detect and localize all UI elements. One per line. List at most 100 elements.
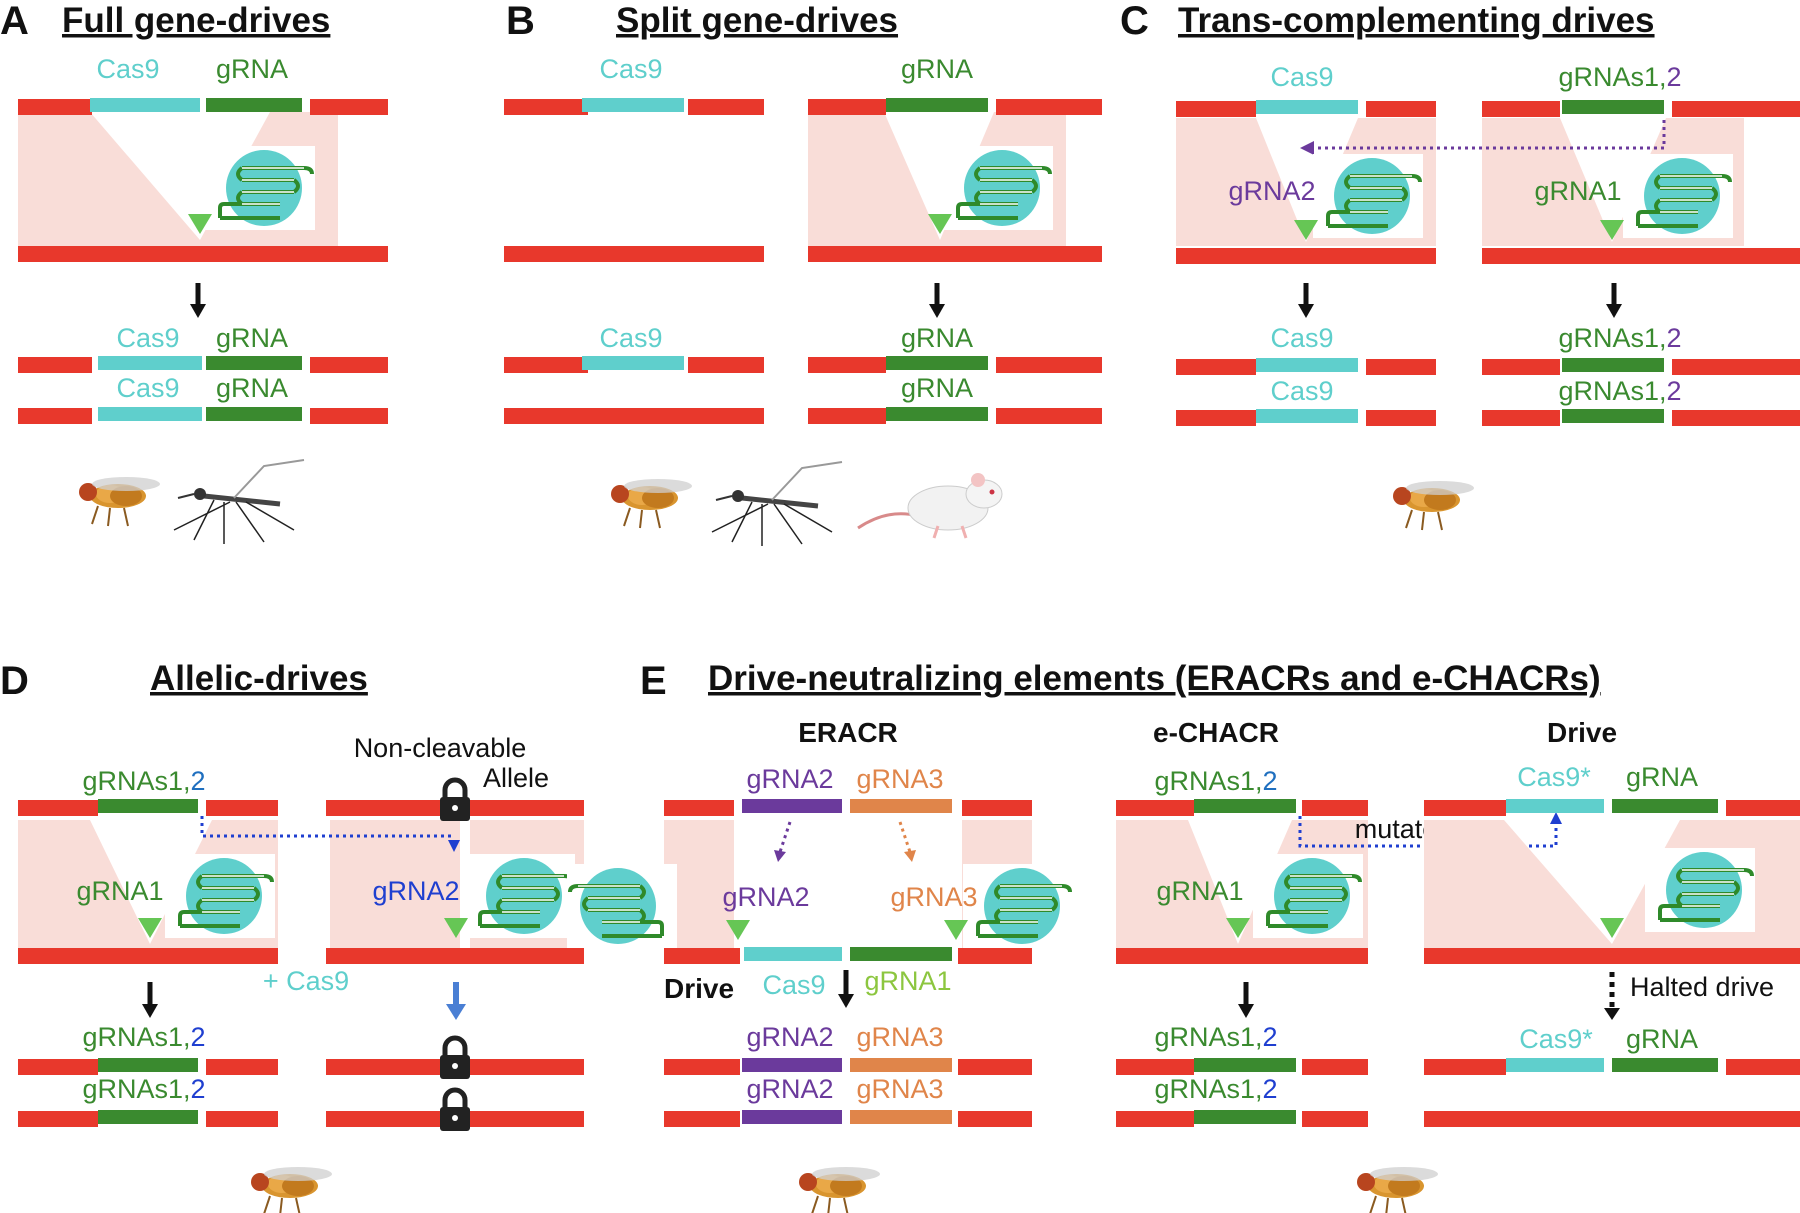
grna1-label: gRNA1 — [1534, 176, 1621, 206]
cas9-complex-icon — [1311, 152, 1425, 240]
mouse-icon — [856, 471, 1004, 540]
chromosome — [310, 357, 388, 373]
lock-icon — [440, 1038, 470, 1079]
chromosome — [1366, 101, 1436, 117]
panel-e-title: Drive-neutralizing elements (ERACRs and … — [708, 659, 1601, 698]
chromosome — [688, 99, 764, 115]
chromosome — [1482, 410, 1560, 426]
arrow-icon — [1298, 304, 1314, 318]
chromosome — [808, 408, 886, 424]
chromosome — [1176, 359, 1256, 375]
cas9-label: Cas9 — [599, 54, 662, 84]
chromosome — [504, 408, 764, 424]
chromosome — [688, 357, 764, 373]
chromosome — [206, 1111, 278, 1127]
cas9-label: Cas9 — [116, 373, 179, 403]
cas9-complex-icon — [941, 144, 1055, 232]
chromosome — [1672, 101, 1800, 117]
grna-gene — [886, 98, 988, 112]
grnas-label: gRNAs1,2 — [1558, 323, 1681, 353]
chromosome — [958, 948, 1032, 964]
cas9-star-label: Cas9* — [1519, 1024, 1593, 1054]
cas9-star-label: Cas9* — [1517, 762, 1591, 792]
panel-d: D Allelic-drives Non-cleavable Allele gR… — [0, 659, 584, 1213]
grnas-label-suffix: 2 — [1263, 1022, 1278, 1052]
chromosome — [1424, 1111, 1800, 1127]
chromosome — [1672, 410, 1800, 426]
fly-icon — [78, 476, 161, 527]
grnas-label: gRNAs1,2 — [1154, 1022, 1277, 1052]
panel-b-letter: B — [506, 0, 535, 43]
grna2-label: gRNA2 — [746, 1022, 833, 1052]
cas9-gene — [90, 98, 200, 112]
grna3-label: gRNA3 — [856, 1074, 943, 1104]
grna-gene — [1612, 1058, 1718, 1072]
chromosome — [206, 800, 278, 816]
grna-label: gRNA — [901, 323, 973, 353]
cas9-label: Cas9 — [1270, 323, 1333, 353]
chromosome — [1424, 948, 1800, 964]
chromosome — [664, 1111, 740, 1127]
cas9-complex-icon — [565, 862, 679, 950]
grna2-label: gRNA2 — [372, 876, 459, 906]
chromosome — [1366, 359, 1436, 375]
chromosome — [18, 246, 388, 262]
grna3-gene — [850, 799, 952, 813]
chromosome — [962, 800, 1032, 816]
chromosome — [504, 246, 764, 262]
grna-gene — [1612, 799, 1718, 813]
fly-icon — [1392, 480, 1475, 531]
cas9-gene — [1256, 409, 1358, 423]
chromosome — [1116, 1111, 1194, 1127]
chromosome — [1176, 248, 1436, 264]
cas9-label: Cas9 — [96, 54, 159, 84]
grnas-label-suffix: 2 — [191, 1022, 206, 1052]
chromosome — [504, 99, 588, 115]
chromosome — [1424, 800, 1506, 816]
mutate-label: mutate — [1355, 814, 1438, 844]
grna2-gene — [742, 1110, 842, 1124]
grna2-gene — [742, 799, 842, 813]
chromosome — [1366, 410, 1436, 426]
grna-gene — [886, 356, 988, 370]
grna-gene — [1562, 358, 1664, 372]
chromosome — [1482, 101, 1560, 117]
grnas-label-suffix: 2 — [1667, 62, 1682, 92]
chromosome — [996, 408, 1102, 424]
grnas-label-prefix: gRNAs1, — [1154, 1022, 1262, 1052]
grnas-label-prefix: gRNAs1, — [82, 1074, 190, 1104]
grnas-label: gRNAs1,2 — [82, 1022, 205, 1052]
cas9-complex-icon — [961, 862, 1075, 950]
chromosome — [18, 357, 92, 373]
grna3-gene — [850, 1058, 952, 1072]
chromosome — [1116, 948, 1368, 964]
grna-gene — [850, 947, 952, 961]
homology-region — [664, 820, 734, 948]
eracr-heading: ERACR — [798, 717, 898, 748]
chromosome — [958, 1111, 1032, 1127]
grnas-label-suffix: 2 — [1667, 323, 1682, 353]
grnas-label-prefix: gRNAs1, — [1154, 1074, 1262, 1104]
chromosome — [1302, 1111, 1368, 1127]
echacr-heading: e-CHACR — [1153, 717, 1279, 748]
grna-gene — [206, 98, 302, 112]
grna-gene — [1562, 409, 1664, 423]
arrow-icon — [774, 850, 786, 862]
grna-label: gRNA — [901, 373, 973, 403]
mutate-arrow — [1298, 816, 1558, 848]
chromosome — [310, 408, 388, 424]
grna2-gene — [742, 1058, 842, 1072]
grna-gene — [1562, 100, 1664, 114]
chromosome — [504, 357, 588, 373]
panel-b-title: Split gene-drives — [616, 1, 898, 40]
cas9-gene — [1256, 100, 1358, 114]
chromosome — [1482, 248, 1800, 264]
panel-c-title: Trans-complementing drives — [1178, 1, 1655, 40]
grna2-label: gRNA2 — [722, 882, 809, 912]
halted-drive-label: Halted drive — [1630, 972, 1774, 1002]
grnas-label-prefix: gRNAs1, — [82, 1022, 190, 1052]
chromosome — [808, 357, 886, 373]
chromosome — [1176, 410, 1256, 426]
grna1-label: gRNA1 — [864, 966, 951, 996]
chromosome — [1116, 1059, 1194, 1075]
